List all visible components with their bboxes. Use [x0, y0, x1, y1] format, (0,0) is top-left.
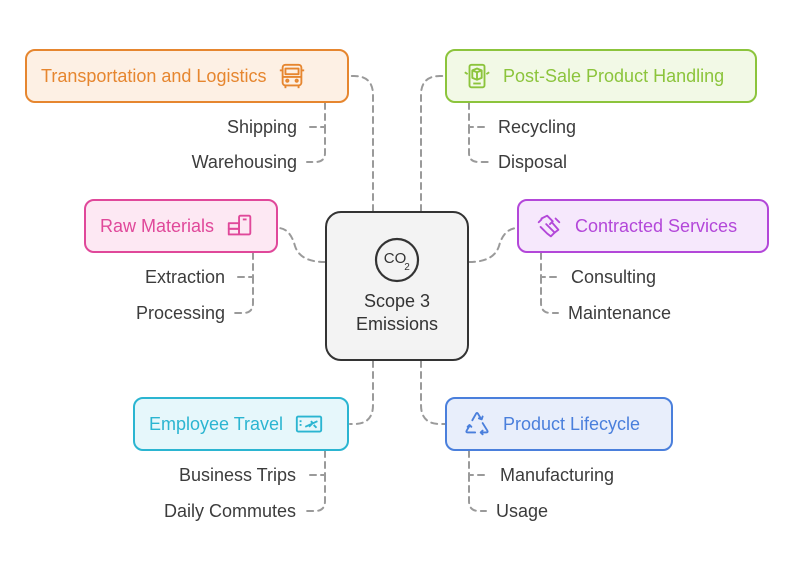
- connector-processing: [234, 276, 254, 314]
- connector-daily-commutes: [305, 474, 326, 512]
- sub-item-extraction: Extraction: [144, 267, 225, 287]
- sub-item-consulting: Consulting: [571, 267, 657, 287]
- branch-employee-travel: Employee Travel: [133, 397, 349, 451]
- connector-extraction: [234, 252, 254, 278]
- connector-warehousing: [306, 126, 326, 163]
- sub-item-shipping: Shipping: [226, 117, 297, 137]
- svg-text:2: 2: [404, 262, 410, 273]
- branch-title: Employee Travel: [149, 413, 284, 434]
- sub-item-processing: Processing: [135, 303, 225, 323]
- co2-icon: CO 2: [374, 237, 420, 283]
- branch-title: Product Lifecycle: [503, 413, 641, 434]
- branch-raw-materials: Raw Materials: [84, 199, 278, 253]
- connector-business-trips: [305, 450, 326, 476]
- center-node: CO 2 Scope 3 Emissions: [325, 211, 469, 361]
- sub-item-maintenance: Maintenance: [568, 303, 672, 323]
- sub-item-warehousing: Warehousing: [191, 152, 297, 172]
- branch-title: Contracted Services: [575, 215, 738, 236]
- connector-transport: [347, 75, 374, 212]
- recycle-icon: [461, 408, 493, 440]
- center-label: Scope 3 Emissions: [355, 291, 439, 334]
- connector-contracted: [468, 227, 519, 263]
- connector-postsale: [420, 75, 447, 212]
- branch-transport: Transportation and Logistics: [25, 49, 349, 103]
- svg-text:CO: CO: [384, 250, 407, 267]
- branch-title: Transportation and Logistics: [41, 65, 267, 86]
- connector-disposal: [468, 126, 489, 163]
- sub-item-usage: Usage: [496, 501, 549, 521]
- connector-maintenance: [540, 276, 559, 314]
- sub-item-manufacturing: Manufacturing: [500, 465, 615, 485]
- branch-title: Raw Materials: [100, 215, 215, 236]
- connector-shipping: [306, 102, 326, 128]
- branch-contracted-services: Contracted Services: [517, 199, 769, 253]
- connector-usage: [468, 474, 487, 512]
- branch-product-lifecycle: Product Lifecycle: [445, 397, 673, 451]
- recycle-box-icon: [461, 60, 493, 92]
- sub-item-business-trips: Business Trips: [178, 465, 296, 485]
- bus-icon: [276, 60, 308, 92]
- sub-item-recycling: Recycling: [498, 117, 577, 137]
- ticket-icon: [293, 408, 325, 440]
- sub-item-daily-commutes: Daily Commutes: [163, 501, 296, 521]
- materials-icon: [224, 210, 256, 242]
- branch-post-sale: Post-Sale Product Handling: [445, 49, 757, 103]
- connector-lifecycle: [420, 360, 447, 425]
- connector-manufacturing: [468, 450, 489, 476]
- connector-recycling: [468, 102, 489, 128]
- handshake-icon: [533, 210, 565, 242]
- sub-item-disposal: Disposal: [498, 152, 568, 172]
- connector-travel: [349, 360, 374, 425]
- connector-raw: [277, 227, 326, 263]
- connector-consulting: [540, 252, 561, 278]
- branch-title: Post-Sale Product Handling: [503, 65, 725, 86]
